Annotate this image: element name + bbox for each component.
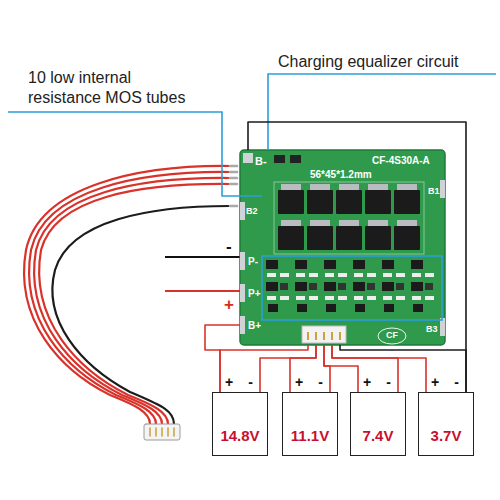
cable-wire (34, 178, 230, 424)
wire-tip (230, 166, 237, 206)
wire (205, 325, 240, 392)
battery-cell: +-3.7V (418, 392, 474, 456)
mosfet (278, 184, 304, 214)
cable-wire (39, 184, 230, 424)
mosfet (307, 184, 333, 214)
equalizer-part (411, 260, 434, 312)
smd-part (290, 155, 301, 163)
wires (205, 122, 466, 392)
pad-label: B+ (248, 320, 261, 332)
silkscreen-outline (274, 182, 424, 254)
cable-wire (52, 206, 230, 424)
terminal-sign: + (363, 374, 371, 390)
solder-pad (240, 316, 245, 334)
logo-ring (378, 328, 406, 344)
solder-pad (243, 153, 253, 163)
solder-pad (440, 180, 445, 198)
terminal-sign: + (225, 374, 233, 390)
polarity-sign: + (224, 294, 234, 315)
mosfet (336, 184, 362, 214)
connector-pins (150, 428, 174, 436)
wire (340, 345, 466, 392)
board-connector (302, 326, 346, 343)
equalizer-part (353, 260, 376, 312)
terminal-sign: - (318, 374, 323, 390)
voltage-label: 14.8V (213, 427, 267, 444)
battery-cell: +-11.1V (282, 392, 338, 456)
pad-label: B1 (428, 186, 440, 196)
positive-wire (165, 290, 240, 292)
pad-label: B- (255, 155, 267, 168)
terminal-sign: + (295, 374, 303, 390)
wire (260, 345, 316, 392)
equalizer-part (324, 260, 347, 312)
terminal-sign: + (431, 374, 439, 390)
wire (248, 122, 466, 392)
board-marking: 56*45*1.2mm (310, 169, 372, 181)
equalizer-part (266, 260, 289, 312)
wire (324, 345, 358, 392)
wire (332, 345, 426, 392)
battery-cell: +-7.4V (350, 392, 406, 456)
board-marking: CF-4S30A-A (372, 155, 430, 167)
wire (324, 345, 330, 392)
voltage-label: 3.7V (419, 427, 473, 444)
leader-line (8, 112, 262, 196)
solder-pad (240, 284, 245, 302)
smd-part (274, 155, 285, 163)
mosfet (336, 220, 362, 250)
callout-text: Charging equalizer circuit (278, 52, 459, 72)
voltage-label: 11.1V (283, 427, 337, 444)
terminal-sign: - (386, 374, 391, 390)
wire (220, 345, 308, 392)
cable-wire (29, 172, 230, 424)
logo-text: CF (386, 330, 398, 340)
wire (332, 345, 398, 392)
pcb-board (240, 150, 445, 345)
battery-cell: +-14.8V (212, 392, 268, 456)
solder-pad (240, 202, 245, 220)
pad-label: B2 (246, 206, 258, 216)
solder-pad (240, 252, 245, 270)
pad-label: B3 (426, 324, 438, 334)
terminal-sign: - (248, 374, 253, 390)
wire (290, 345, 316, 392)
callout-text: 10 low internal resistance MOS tubes (28, 68, 198, 108)
balance-cable (24, 166, 237, 440)
equalizer-part (295, 260, 318, 312)
cable-wire (24, 166, 230, 424)
mosfet (365, 184, 391, 214)
leader-line (268, 74, 496, 150)
mosfet (278, 220, 304, 250)
pad-label: P- (248, 256, 258, 268)
equalizer-part (382, 260, 405, 312)
mosfet (307, 220, 333, 250)
cable-connector (144, 424, 180, 440)
equalizer-outline (262, 256, 442, 320)
mosfet (365, 220, 391, 250)
polarity-sign: - (226, 236, 232, 257)
connector-pins (308, 332, 340, 340)
mosfet (394, 184, 420, 214)
voltage-label: 7.4V (351, 427, 405, 444)
negative-wire (165, 256, 240, 258)
terminal-sign: - (454, 374, 459, 390)
mosfet (394, 220, 420, 250)
pad-label: P+ (248, 288, 261, 300)
bms-board: B- CF-4S30A-A56*45*1.2mmB1B2P- P+ B+ B3CF (240, 150, 445, 345)
pcb (240, 150, 445, 345)
